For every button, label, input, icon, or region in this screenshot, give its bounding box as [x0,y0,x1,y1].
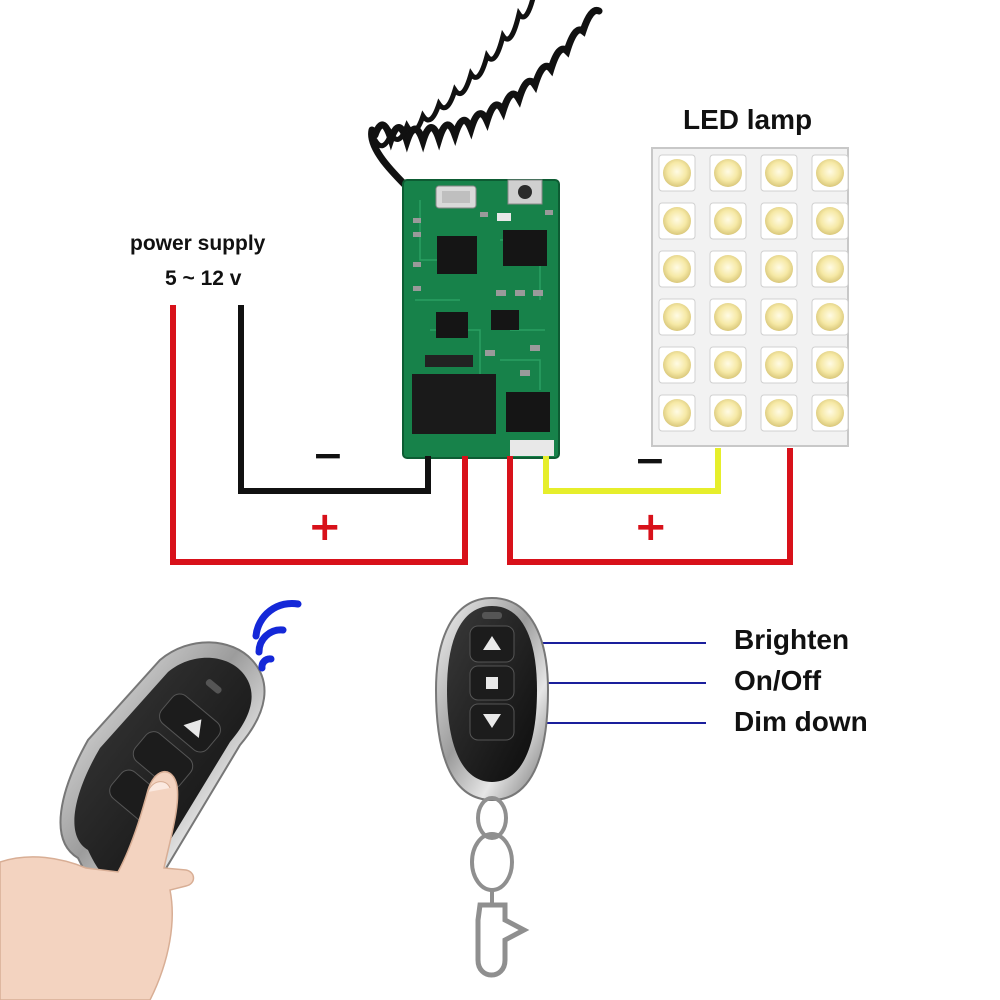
led-emitter [663,303,691,331]
on-off-label: On/Off [734,665,822,696]
wire-led-positive [507,448,793,565]
led-emitter [816,303,844,331]
led-emitter [816,351,844,379]
led-lamp-label: LED lamp [683,104,813,135]
led-emitter [765,159,793,187]
square-icon [486,677,498,689]
voltage-label: 5 ~ 12 v [165,267,242,290]
wire-positive-supply [170,305,468,565]
signal-waves-icon [252,599,302,672]
left-plus-sign: + [308,504,342,550]
led-emitter [765,399,793,427]
led-emitter [816,399,844,427]
led-emitter [714,351,742,379]
remote-keyfob [434,596,550,802]
led-emitter [663,255,691,283]
led-emitter [816,159,844,187]
led-emitter [714,207,742,235]
arrow-up-icon [483,636,501,650]
left-minus-sign: − [312,433,344,477]
wire-negative-supply [238,305,431,494]
led-emitter [765,351,793,379]
led-emitter [765,303,793,331]
led-emitter [714,303,742,331]
arrow-down-icon [483,714,501,728]
led-lamp-panel [651,147,849,447]
led-emitter [714,255,742,283]
led-emitter [663,399,691,427]
receiver-module [402,179,560,459]
led-emitter [816,207,844,235]
led-emitter [765,255,793,283]
led-emitter [765,207,793,235]
led-emitter [714,399,742,427]
power-supply-label: power supply [130,232,266,255]
antenna-coil [368,0,603,194]
led-emitter [714,159,742,187]
dim-down-label: Dim down [734,706,868,737]
led-emitter [663,351,691,379]
led-emitter [663,159,691,187]
right-plus-sign: + [634,504,668,550]
keyring-icon [470,796,530,978]
led-emitter [816,255,844,283]
hand-icon [0,771,195,1000]
brighten-label: Brighten [734,624,850,655]
led-emitter [663,207,691,235]
right-minus-sign: − [634,438,666,482]
wire-led-negative [543,448,721,494]
